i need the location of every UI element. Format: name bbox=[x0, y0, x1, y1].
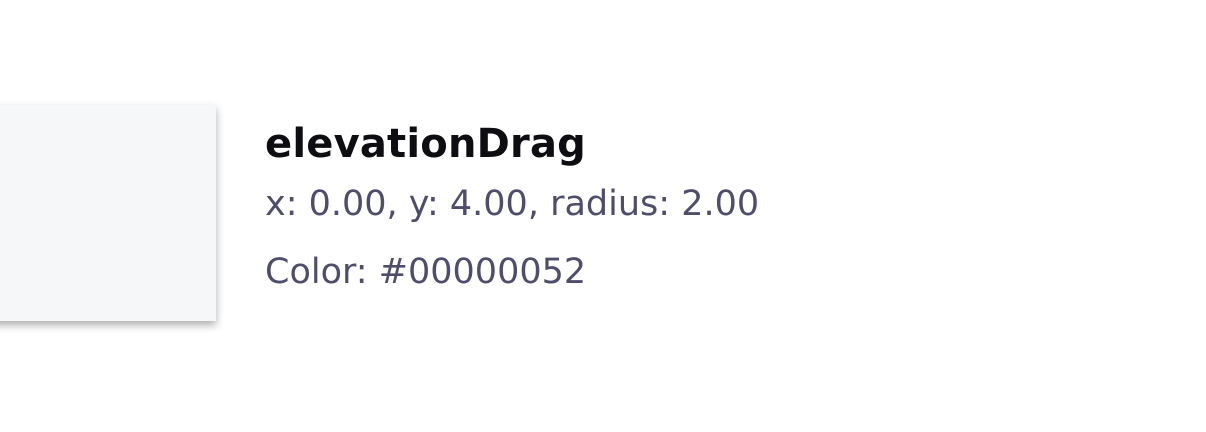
token-info: elevationDrag x: 0.00, y: 4.00, radius: … bbox=[265, 114, 759, 296]
elevation-preview-swatch bbox=[0, 105, 216, 321]
token-name: elevationDrag bbox=[265, 121, 586, 167]
shadow-params: x: 0.00, y: 4.00, radius: 2.00 bbox=[265, 184, 760, 224]
shadow-color: Color: #00000052 bbox=[265, 252, 587, 292]
